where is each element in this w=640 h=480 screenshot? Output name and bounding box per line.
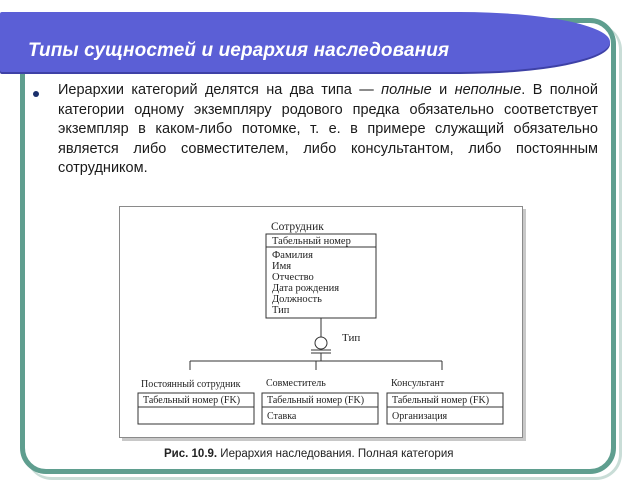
- child-1-key: Табельный номер (FK): [267, 395, 364, 406]
- title-banner: Типы сущностей и иерархия наследования: [0, 12, 610, 72]
- caption-label: Рис. 10.9.: [164, 448, 218, 460]
- parent-attr-5: Тип: [272, 305, 290, 316]
- parent-entity-name: Сотрудник: [271, 221, 324, 233]
- discriminator-label: Тип: [342, 332, 360, 344]
- slide-frame-shadow: [26, 24, 622, 480]
- bullet-dot: [33, 91, 39, 97]
- er-diagram-svg: Сотрудник Табельный номер Фамилия Имя От…: [137, 221, 504, 425]
- parent-attr-3: Дата рождения: [272, 283, 339, 294]
- parent-attr-2: Отчество: [272, 272, 314, 283]
- child-1-name: Совместитель: [266, 378, 326, 389]
- category-discriminator-circle: [314, 336, 328, 350]
- body-paragraph: Иерархии категорий делятся на два типа —…: [58, 81, 598, 179]
- parent-attr-0: Фамилия: [272, 250, 313, 261]
- paragraph-part-3: . В полной категории одному экземпляру р…: [58, 82, 598, 176]
- slide-title: Типы сущностей и иерархия наследования: [28, 40, 450, 61]
- child-0-key: Табельный номер (FK): [143, 395, 240, 406]
- parent-attr-4: Должность: [272, 294, 322, 305]
- parent-attr-1: Имя: [272, 261, 291, 272]
- child-2-key: Табельный номер (FK): [392, 395, 489, 406]
- child-1-box: [261, 392, 379, 425]
- child-0-box: [137, 392, 255, 425]
- child-0-name: Постоянный сотрудник: [141, 379, 241, 390]
- child-2-box: [386, 392, 504, 425]
- figure-caption: Рис. 10.9. Иерархия наследования. Полная…: [164, 448, 453, 460]
- paragraph-part-2: и: [431, 82, 455, 98]
- paragraph-italic-incomplete: неполные: [454, 82, 522, 98]
- child-1-attr-0: Ставка: [267, 411, 297, 422]
- child-2-name: Консультант: [391, 378, 445, 389]
- parent-entity-key: Табельный номер: [272, 236, 351, 247]
- caption-text: Иерархия наследования. Полная категория: [217, 448, 454, 460]
- child-2-attr-0: Организация: [392, 411, 448, 422]
- paragraph-italic-full: полные: [381, 82, 432, 98]
- er-diagram: Сотрудник Табельный номер Фамилия Имя От…: [119, 206, 523, 438]
- paragraph-part-1: Иерархии категорий делятся на два типа —: [58, 82, 382, 98]
